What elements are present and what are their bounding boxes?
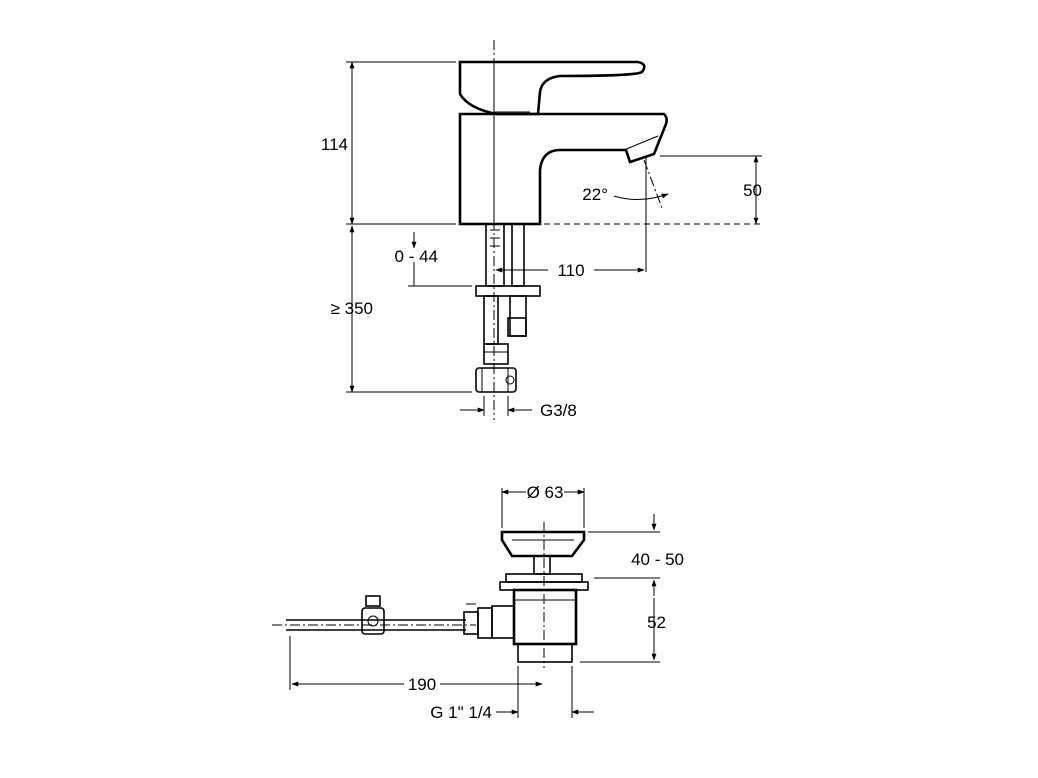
dim-reach: 110: [557, 261, 584, 280]
dim-diameter: Ø 63: [527, 483, 564, 502]
dim-hose-length: ≥ 350: [331, 299, 373, 318]
dim-spout-height: 50: [743, 181, 762, 200]
waste-side-view: Ø 63 40 - 50 52 190 G 1" 1/4: [272, 483, 684, 722]
faucet-handle: [458, 60, 646, 116]
dim-angle: 22°: [582, 185, 608, 204]
dim-thread: G 1" 1/4: [430, 703, 492, 722]
dim-connection: G3/8: [540, 401, 577, 420]
dim-height-total: 114: [321, 135, 348, 154]
dim-plug-range: 40 - 50: [631, 550, 684, 569]
dim-body-height: 52: [647, 613, 666, 632]
dim-lever-length: 190: [408, 675, 436, 694]
faucet-side-view: 114 ≥ 350 0 - 44 110 50 22° G3/8: [321, 40, 762, 420]
faucet-body: [458, 112, 668, 226]
inlet-hoses: [475, 223, 541, 393]
dim-adjustment: 0 - 44: [395, 247, 438, 266]
